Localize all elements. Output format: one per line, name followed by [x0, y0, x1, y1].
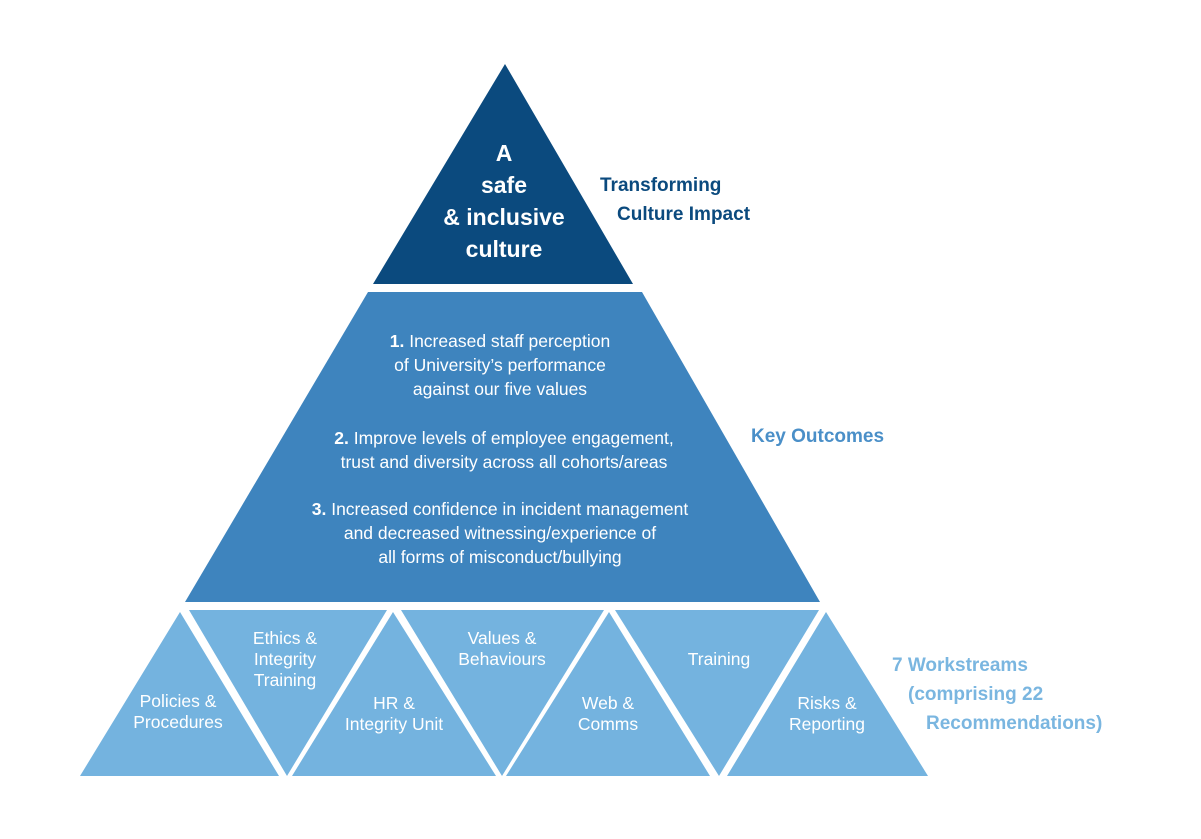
- outcome-text: against our five values: [412, 379, 588, 399]
- side-label-workstreams: 7 Workstreams (comprising 22 Recommendatio…: [892, 651, 1102, 738]
- apex-line: culture: [465, 236, 543, 262]
- workstream-line: Values &: [467, 628, 537, 648]
- workstream-values: Values & Behaviours: [422, 628, 582, 670]
- workstream-hr: HR & Integrity Unit: [314, 693, 474, 735]
- outcomes-trapezoid: [185, 292, 820, 602]
- outcome-text: Improve levels of employee engagement,: [348, 428, 674, 448]
- outcome-number: 1.: [389, 331, 405, 351]
- workstream-ethics: Ethics & Integrity Training: [205, 628, 365, 691]
- workstream-triangle-policies: [80, 612, 279, 776]
- workstream-line: Procedures: [133, 712, 223, 732]
- outcome-text: and decreased witnessing/experience of: [343, 523, 657, 543]
- side-label-outcomes: Key Outcomes: [751, 426, 885, 447]
- apex-label: A safe & inclusive culture: [404, 137, 604, 265]
- apex-triangle: [373, 64, 633, 284]
- side-label-line: (comprising 22: [908, 684, 1044, 705]
- outcome-text: trust and diversity across all cohorts/a…: [340, 452, 668, 472]
- side-label-line: Culture Impact: [617, 204, 751, 225]
- apex-line: A: [495, 140, 513, 166]
- workstream-line: Reporting: [789, 714, 865, 734]
- outcome-text: of University’s performance: [394, 355, 606, 375]
- workstream-line: Behaviours: [458, 649, 546, 669]
- outcome-2: 2. Improve levels of employee engagement…: [224, 426, 784, 474]
- workstream-line: Comms: [577, 714, 639, 734]
- outcome-text: Increased staff perception: [404, 331, 611, 351]
- workstream-triangle-ethics: [189, 610, 387, 776]
- outcome-3: 3. Increased confidence in incident mana…: [220, 497, 780, 569]
- side-label-line: 7 Workstreams: [892, 655, 1028, 676]
- workstream-line: Risks &: [797, 693, 857, 713]
- outcome-text: all forms of misconduct/bullying: [378, 547, 622, 567]
- outcome-text: Increased confidence in incident managem…: [326, 499, 689, 519]
- workstream-triangle-values: [401, 610, 604, 776]
- workstream-line: Web &: [581, 693, 635, 713]
- workstream-policies: Policies & Procedures: [98, 691, 258, 733]
- workstream-triangle-web: [506, 612, 710, 776]
- outcome-number: 3.: [311, 499, 327, 519]
- workstream-line: Ethics &: [252, 628, 318, 648]
- outcome-1: 1. Increased staff perception of Univers…: [220, 329, 780, 401]
- workstream-line: Policies &: [139, 691, 217, 711]
- workstream-triangle-risks: [727, 612, 928, 776]
- workstream-triangle-hr: [292, 612, 496, 776]
- workstream-web: Web & Comms: [528, 693, 688, 735]
- workstream-line: Training: [687, 649, 751, 669]
- workstream-training: Training: [639, 649, 799, 670]
- workstream-line: HR &: [373, 693, 415, 713]
- outcome-number: 2.: [334, 428, 349, 448]
- workstream-line: Integrity: [253, 649, 317, 669]
- apex-line: safe: [480, 172, 528, 198]
- workstream-triangle-training: [615, 610, 819, 776]
- side-label-line: Recommendations): [926, 713, 1103, 734]
- workstream-line: Integrity Unit: [344, 714, 444, 734]
- workstream-line: Training: [253, 670, 317, 690]
- side-label-line: Transforming: [600, 175, 722, 196]
- workstream-risks: Risks & Reporting: [747, 693, 907, 735]
- apex-line: & inclusive: [443, 204, 565, 230]
